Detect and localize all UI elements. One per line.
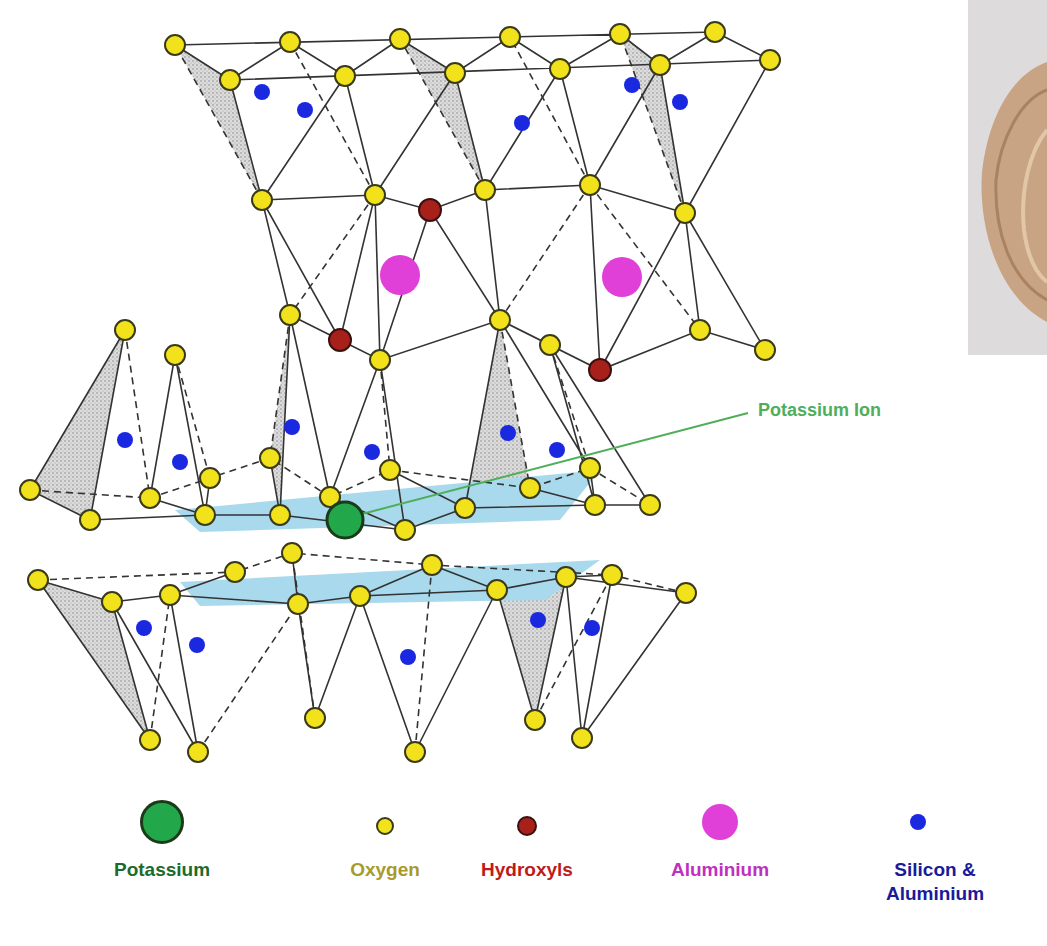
legend-text: Hydroxyls	[462, 858, 592, 882]
legend-entry: Silicon & Aluminium	[870, 858, 1000, 906]
leader-line	[362, 413, 748, 514]
mineral-photo	[968, 0, 1047, 355]
legend-entry: Aluminium	[650, 858, 790, 882]
legend-entry: Potassium	[92, 858, 232, 882]
legend-text: Potassium	[92, 858, 232, 882]
callout-label: Potassium Ion	[756, 399, 883, 421]
legend-text: Oxygen	[325, 858, 445, 882]
legend-swatch	[376, 817, 394, 835]
legend-text: Silicon & Aluminium	[870, 858, 1000, 906]
legend-entry: Hydroxyls	[462, 858, 592, 882]
legend-swatch	[140, 800, 184, 844]
legend-swatch	[702, 804, 738, 840]
legend-entry: Oxygen	[325, 858, 445, 882]
legend-swatch	[910, 814, 926, 830]
callout-label-holder: Potassium Ion	[756, 400, 883, 421]
legend-swatch	[517, 816, 537, 836]
legend-text: Aluminium	[650, 858, 790, 882]
